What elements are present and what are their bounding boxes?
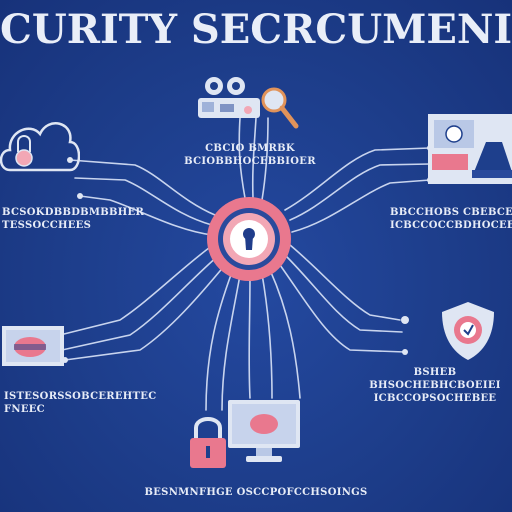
laptop-printer-icon	[428, 114, 512, 184]
magnifier-icon	[261, 87, 299, 129]
shield-icon	[442, 302, 494, 360]
label-line: TESSOCCHEES	[2, 220, 92, 231]
label-line: FNEEC	[4, 404, 45, 415]
keyhole-lock-icon	[207, 197, 291, 281]
label-right-upper: BBCCHOBS CBEBCEE ICBCCOCCBDHOCEE	[390, 206, 512, 232]
label-line: ISTESORSSOBCEREHTEC	[4, 391, 157, 402]
label-left-lower: ISTESORSSOBCEREHTEC FNEEC	[4, 390, 157, 416]
label-line: BHSOCHEBHCBOEIEI	[369, 380, 501, 391]
monitor-icon	[228, 400, 300, 462]
card-reader-icon	[2, 326, 64, 366]
cloud-lock-icon	[0, 122, 80, 172]
label-left-upper: BCSOKDBBDBMBBHER TESSOCCHEES	[2, 206, 145, 232]
label-line: ICBCCOCCBDHOCEE	[390, 220, 512, 231]
usb-key-icon	[198, 77, 260, 118]
label-line: BSHEB	[413, 367, 457, 378]
label-bottom: BESNMNFHGE OSCCPOFCCHSOINGS	[144, 487, 368, 498]
label-top-center: CBCIO BMRBK BCIOBBHOCEBBIOER	[180, 142, 320, 168]
page-title: CURITY SECRCUMENITY	[0, 6, 512, 53]
label-line: BBCCHOBS CBEBCEE	[390, 207, 512, 218]
label-line: BCIOBBHOCEBBIOER	[184, 156, 316, 167]
label-line: BCSOKDBBDBMBBHER	[2, 207, 145, 218]
label-right-lower: BSHEB BHSOCHEBHCBOEIEI ICBCCOPSOCHEBEE	[360, 366, 510, 405]
label-line: CBCIO BMRBK	[205, 143, 295, 154]
padlock-icon	[190, 417, 226, 468]
label-line: ICBCCOPSOCHEBEE	[373, 393, 497, 404]
